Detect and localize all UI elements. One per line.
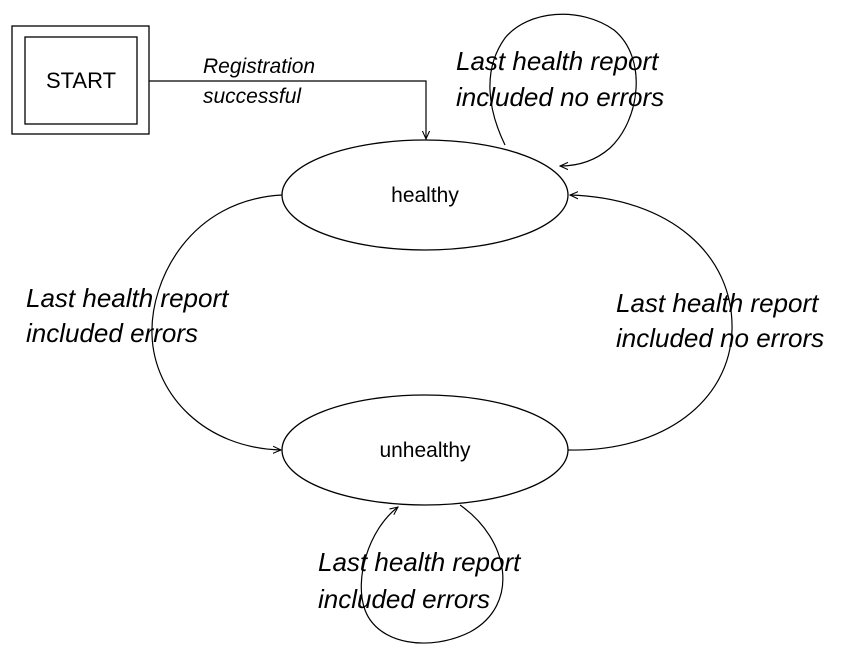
edge-unhealthy-to-healthy [567, 195, 733, 451]
edge-label-to-unhealthy-line1: Last health report [26, 283, 230, 313]
start-node-inner-border [24, 36, 138, 125]
edge-label-healthy-loop-line2: included no errors [456, 82, 664, 112]
edge-label-to-unhealthy-line2: included errors [26, 318, 198, 348]
edge-label-to-healthy-line1: Last health report [616, 288, 820, 318]
start-node: START [11, 25, 150, 135]
edge-unhealthy-self-loop [360, 504, 504, 644]
edge-start-to-healthy [149, 80, 426, 139]
edge-healthy-to-unhealthy [151, 194, 283, 450]
healthy-node: healthy [281, 139, 569, 251]
edge-label-unhealthy-loop-line1: Last health report [318, 547, 522, 577]
unhealthy-node-label: unhealthy [379, 439, 471, 462]
start-node-label: START [46, 68, 116, 93]
edge-healthy-self-loop [489, 13, 637, 166]
unhealthy-node: unhealthy [281, 394, 569, 506]
edge-label-registration-line2: successful [203, 85, 302, 108]
edge-label-to-healthy-line2: included no errors [616, 323, 824, 353]
edge-label-unhealthy-loop-line2: included errors [318, 584, 490, 614]
edge-label-registration-line1: Registration [203, 55, 315, 78]
healthy-node-label: healthy [391, 184, 459, 207]
edge-label-healthy-loop-line1: Last health report [456, 46, 660, 76]
